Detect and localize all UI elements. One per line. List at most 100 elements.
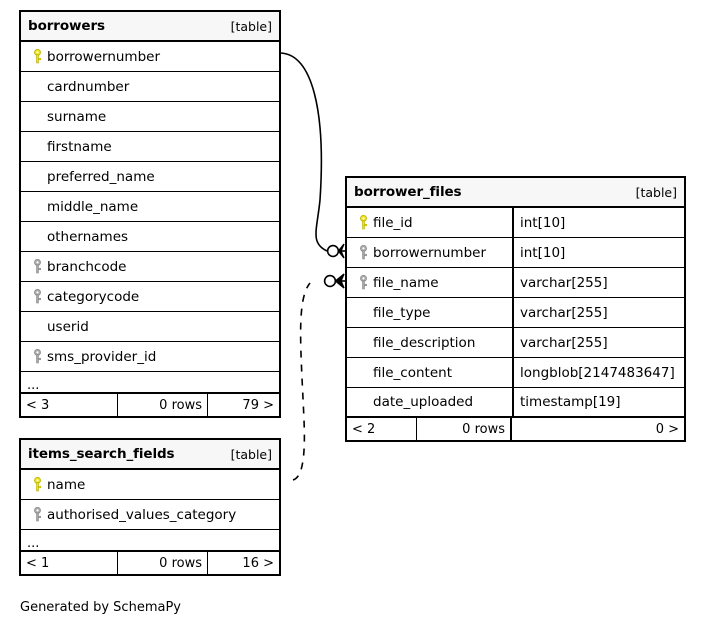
column-name: file_type [373, 304, 431, 321]
column-cell: othernames [21, 222, 279, 251]
edge-optional-marker-1 [326, 244, 340, 258]
generator-credit: Generated by SchemaPy [20, 600, 181, 615]
column-cell: sms_provider_id [21, 342, 279, 371]
more-columns-indicator: ... [21, 530, 279, 552]
edge-items-search-fields-to-borrower-files [292, 282, 311, 481]
table-row[interactable]: cardnumber [21, 72, 279, 102]
table-row[interactable]: middle_name [21, 192, 279, 222]
column-name: cardnumber [47, 78, 130, 95]
column-cell: name [21, 470, 279, 499]
prev-page-button[interactable]: < 1 [26, 555, 50, 571]
column-name: preferred_name [47, 168, 155, 185]
column-name: authorised_values_category [47, 506, 237, 523]
column-cell: file_content [347, 358, 512, 387]
table-borrower-files-header: borrower_files [table] [347, 178, 684, 208]
foreign-key-icon [27, 259, 47, 274]
table-items-search-fields[interactable]: items_search_fields [table] name [19, 438, 281, 576]
next-page-button[interactable]: 79 > [207, 394, 279, 416]
column-cell: file_description [347, 328, 512, 357]
column-name: file_id [373, 214, 413, 231]
column-name: surname [47, 108, 107, 125]
column-type: varchar[255] [512, 328, 684, 357]
table-row[interactable]: borrowernumber [21, 42, 279, 72]
column-name: categorycode [47, 288, 140, 305]
foreign-key-icon [353, 245, 373, 260]
column-cell: borrowernumber [21, 42, 279, 71]
prev-page-button[interactable]: < 2 [352, 421, 376, 437]
table-row[interactable]: categorycode [21, 282, 279, 312]
column-cell: file_type [347, 298, 512, 327]
column-type: longblob[2147483647] [512, 358, 684, 387]
edge-crowfoot-marker-1 [337, 243, 345, 259]
table-items-search-fields-footer: < 1 0 rows 16 > [21, 552, 279, 574]
column-cell: authorised_values_category [21, 500, 279, 529]
table-row[interactable]: name [21, 470, 279, 500]
more-columns-indicator: ... [21, 372, 279, 394]
column-cell: cardnumber [21, 72, 279, 101]
column-type: varchar[255] [512, 268, 684, 297]
column-cell: surname [21, 102, 279, 131]
column-name: date_uploaded [373, 394, 474, 410]
foreign-key-icon [27, 289, 47, 304]
table-row[interactable]: authorised_values_category [21, 500, 279, 530]
table-row[interactable]: borrowernumber int[10] [347, 238, 684, 268]
table-row[interactable]: file_description varchar[255] [347, 328, 684, 358]
table-borrower-files-title: borrower_files [354, 184, 462, 200]
table-row[interactable]: sms_provider_id [21, 342, 279, 372]
column-cell: preferred_name [21, 162, 279, 191]
column-cell: date_uploaded [347, 388, 512, 416]
column-cell: categorycode [21, 282, 279, 311]
table-items-search-fields-tag: [table] [230, 446, 272, 462]
table-row[interactable]: preferred_name [21, 162, 279, 192]
foreign-key-icon [27, 349, 47, 364]
table-row[interactable]: file_name varchar[255] [347, 268, 684, 298]
row-count-label: 0 rows [117, 552, 207, 574]
next-page-button[interactable]: 16 > [207, 552, 279, 574]
column-cell: file_id [347, 208, 512, 237]
table-borrowers[interactable]: borrowers [table] borrowernumber c [19, 10, 281, 418]
edge-optional-marker-2 [323, 274, 337, 288]
table-row[interactable]: file_type varchar[255] [347, 298, 684, 328]
column-cell: borrowernumber [347, 238, 512, 267]
prev-page-button[interactable]: < 3 [26, 397, 50, 413]
foreign-key-icon [27, 507, 47, 522]
table-borrowers-tag: [table] [230, 18, 272, 34]
table-row[interactable]: userid [21, 312, 279, 342]
column-type: timestamp[19] [512, 388, 684, 416]
table-items-search-fields-title: items_search_fields [28, 446, 175, 462]
column-cell: file_name [347, 268, 512, 297]
row-count-label: 0 rows [416, 418, 510, 440]
column-cell: userid [21, 312, 279, 341]
table-borrowers-header: borrowers [table] [21, 12, 279, 42]
column-name: file_description [373, 334, 476, 351]
column-name: userid [47, 318, 89, 335]
edge-crowfoot-marker-2 [334, 273, 345, 289]
column-name: sms_provider_id [47, 348, 157, 365]
table-row[interactable]: surname [21, 102, 279, 132]
primary-key-icon [353, 215, 373, 230]
table-row[interactable]: othernames [21, 222, 279, 252]
column-type: varchar[255] [512, 298, 684, 327]
table-row[interactable]: date_uploaded timestamp[19] [347, 388, 684, 418]
table-row[interactable]: file_id int[10] [347, 208, 684, 238]
next-page-button[interactable]: 0 > [510, 418, 684, 440]
table-borrowers-title: borrowers [28, 18, 105, 34]
table-row[interactable]: file_content longblob[2147483647] [347, 358, 684, 388]
table-borrower-files-footer: < 2 0 rows 0 > [347, 418, 684, 440]
column-name: othernames [47, 228, 129, 245]
table-borrowers-footer: < 3 0 rows 79 > [21, 394, 279, 416]
row-count-label: 0 rows [117, 394, 207, 416]
column-name: borrowernumber [47, 48, 161, 65]
column-name: branchcode [47, 258, 127, 275]
table-row[interactable]: branchcode [21, 252, 279, 282]
primary-key-icon [27, 49, 47, 64]
column-name: file_content [373, 364, 452, 381]
table-borrower-files-tag: [table] [635, 184, 677, 200]
table-borrower-files[interactable]: borrower_files [table] file_id int[10] [345, 176, 686, 442]
column-cell: branchcode [21, 252, 279, 281]
column-type: int[10] [512, 208, 684, 237]
column-name: middle_name [47, 198, 139, 215]
column-name: file_name [373, 274, 439, 291]
table-row[interactable]: firstname [21, 132, 279, 162]
